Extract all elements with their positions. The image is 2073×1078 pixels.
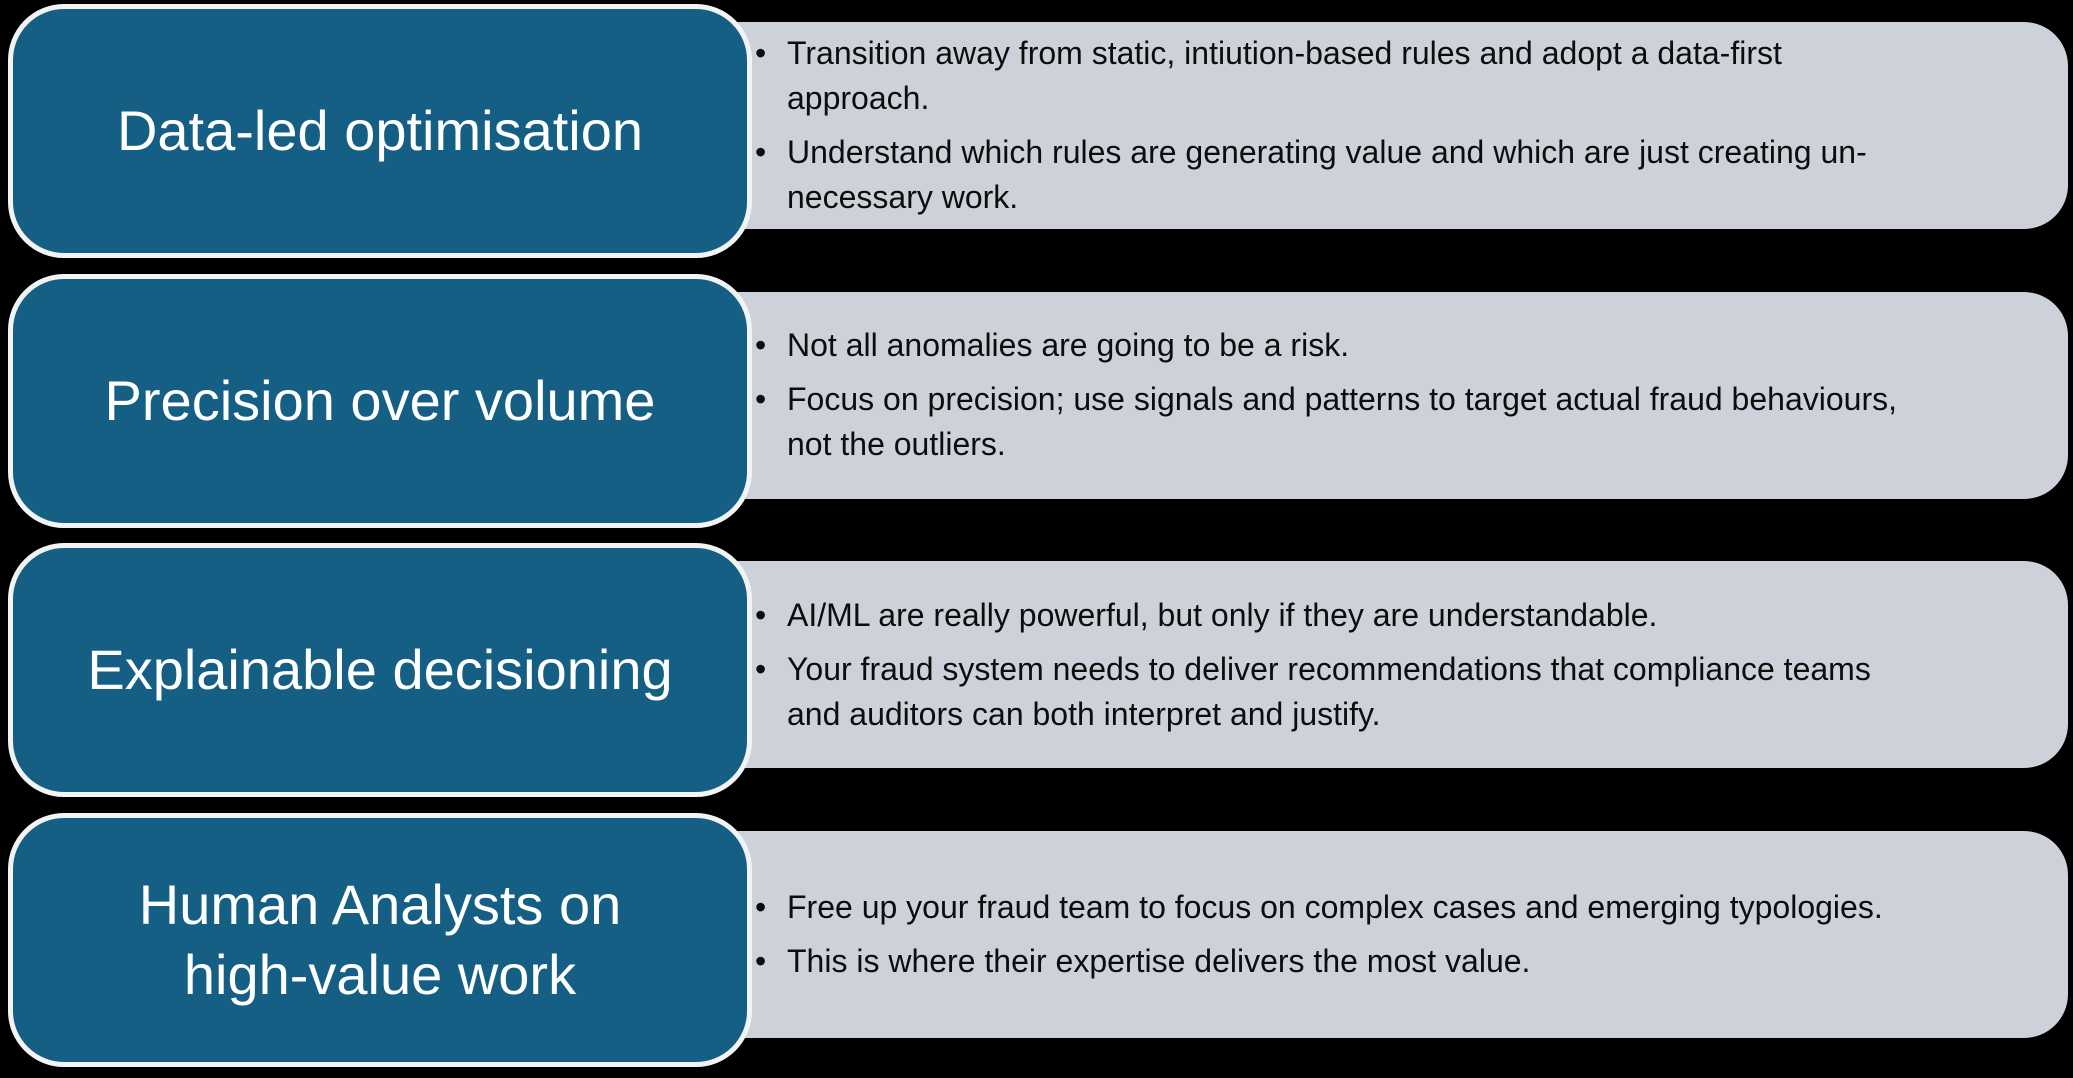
bullet-item: This is where their expertise delivers t… — [755, 939, 2053, 984]
stage-label: Human Analysts on high-value work — [138, 872, 622, 1006]
row-data-led-optimisation: Transition away from static, intiution-b… — [0, 0, 2073, 270]
bullet-list: Free up your fraud team to focus on comp… — [755, 885, 2053, 984]
stage-box: Human Analysts on high-value work — [8, 812, 752, 1067]
bullet-item: Focus on precision; use signals and patt… — [755, 377, 2053, 467]
bullet-item: Transition away from static, intiution-b… — [755, 31, 2053, 121]
bullet-list: AI/ML are really powerful, but only if t… — [755, 593, 2053, 737]
stage-box: Precision over volume — [8, 273, 752, 528]
bullet-item: Free up your fraud team to focus on comp… — [755, 885, 2053, 930]
bullet-item: Understand which rules are generating va… — [755, 130, 2053, 220]
stage-box: Explainable decisioning — [8, 543, 752, 797]
bullet-list: Not all anomalies are going to be a risk… — [755, 323, 2053, 467]
bullet-item: Your fraud system needs to deliver recom… — [755, 647, 2053, 737]
stage-box: Data-led optimisation — [8, 4, 752, 258]
stage-label: Explainable decisioning — [87, 638, 673, 701]
bullet-item: AI/ML are really powerful, but only if t… — [755, 593, 2053, 638]
stage-label: Precision over volume — [104, 368, 656, 432]
detail-panel: Transition away from static, intiution-b… — [620, 22, 2068, 229]
bullet-list: Transition away from static, intiution-b… — [755, 31, 2053, 220]
detail-panel: AI/ML are really powerful, but only if t… — [620, 561, 2068, 768]
row-precision-over-volume: Not all anomalies are going to be a risk… — [0, 270, 2073, 540]
detail-panel: Free up your fraud team to focus on comp… — [620, 830, 2068, 1038]
row-explainable-decisioning: AI/ML are really powerful, but only if t… — [0, 539, 2073, 809]
bullet-item: Not all anomalies are going to be a risk… — [755, 323, 2053, 368]
row-human-analysts: Free up your fraud team to focus on comp… — [0, 809, 2073, 1078]
detail-panel: Not all anomalies are going to be a risk… — [620, 291, 2068, 499]
stage-label: Data-led optimisation — [116, 99, 644, 162]
